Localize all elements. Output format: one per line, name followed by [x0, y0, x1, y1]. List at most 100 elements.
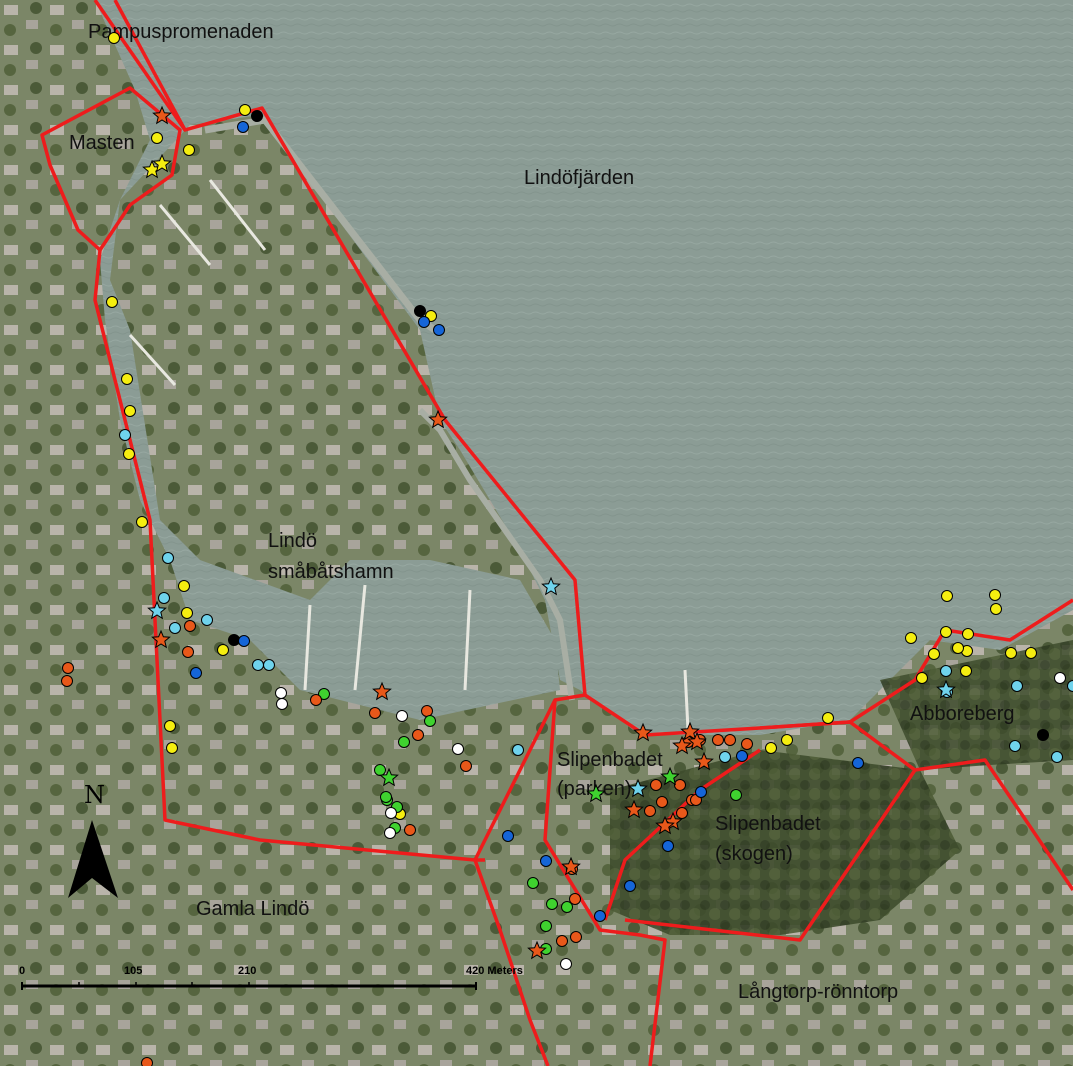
forest-area-east	[880, 640, 1073, 770]
observation-star-orange	[687, 731, 707, 751]
observation-dot-orange	[141, 1057, 153, 1066]
scale-tick-0: 0	[19, 965, 25, 977]
observation-dot-yellow	[183, 144, 195, 156]
observation-dot-orange	[570, 931, 582, 943]
observation-dot-cyan	[263, 659, 275, 671]
observation-dots	[61, 32, 1073, 1066]
observation-star-cyan	[628, 778, 648, 798]
water-body	[95, 0, 1073, 735]
observation-dot-yellow	[765, 742, 777, 754]
observation-dot-blue	[502, 830, 514, 842]
label-lindofjarden: Lindöfjärden	[524, 167, 634, 189]
observation-dot-green	[374, 764, 386, 776]
observation-dot-white	[384, 827, 396, 839]
observation-dot-yellow	[960, 665, 972, 677]
observation-star-orange	[655, 815, 675, 835]
observation-star-green	[586, 783, 606, 803]
observation-dot-cyan	[512, 744, 524, 756]
observation-dot-yellow	[941, 590, 953, 602]
observation-dot-blue	[695, 786, 707, 798]
observation-dot-orange	[182, 646, 194, 658]
observation-dot-orange	[369, 707, 381, 719]
observation-dot-blue	[237, 121, 249, 133]
observation-dot-green	[398, 736, 410, 748]
observation-dot-orange	[741, 738, 753, 750]
observation-dot-orange	[310, 694, 322, 706]
area-boundaries	[40, 0, 1073, 1066]
observation-dot-orange	[460, 760, 472, 772]
observation-dot-yellow	[181, 607, 193, 619]
observation-dot-yellow	[928, 648, 940, 660]
observation-dot-yellow	[239, 104, 251, 116]
label-slipenbadet-skogen-1: Slipenbadet	[715, 813, 821, 835]
observation-dot-yellow	[124, 405, 136, 417]
observation-star-orange	[672, 735, 692, 755]
observation-dot-black	[414, 305, 426, 317]
observation-dot-orange	[404, 824, 416, 836]
observation-dot-cyan	[940, 665, 952, 677]
scale-tick-105: 105	[124, 965, 142, 977]
observation-dot-green	[424, 715, 436, 727]
observation-dot-white	[275, 687, 287, 699]
observation-dot-black	[1037, 729, 1049, 741]
observation-dot-blue	[624, 880, 636, 892]
observation-dot-blue	[662, 840, 674, 852]
observation-dot-orange	[184, 620, 196, 632]
north-arrow-icon	[68, 820, 118, 898]
observation-dot-yellow	[940, 626, 952, 638]
observation-dot-black	[251, 110, 263, 122]
scale-tick-420: 420 Meters	[466, 965, 523, 977]
observation-star-green	[660, 766, 680, 786]
observation-dot-black	[228, 634, 240, 646]
observation-star-orange	[633, 722, 653, 742]
observation-star-orange	[694, 751, 714, 771]
label-masten: Masten	[69, 132, 135, 154]
observation-dot-orange	[676, 807, 688, 819]
observation-dot-blue	[418, 316, 430, 328]
observation-dot-cyan	[162, 552, 174, 564]
observation-dot-yellow	[151, 132, 163, 144]
observation-dot-white	[560, 958, 572, 970]
observation-dot-orange	[421, 705, 433, 717]
observation-star-orange	[527, 940, 547, 960]
observation-dot-yellow	[217, 644, 229, 656]
label-lindo-smabatshamn-2: småbåtshamn	[268, 561, 394, 583]
observation-dot-orange	[656, 796, 668, 808]
observation-dot-yellow	[989, 589, 1001, 601]
observation-dot-blue	[238, 635, 250, 647]
observation-dot-yellow	[962, 628, 974, 640]
label-gamla-lindo: Gamla Lindö	[196, 898, 309, 920]
observation-star-orange	[428, 409, 448, 429]
observation-dot-yellow	[166, 742, 178, 754]
observation-dot-blue	[594, 910, 606, 922]
observation-dot-orange	[61, 675, 73, 687]
observation-dot-yellow	[123, 448, 135, 460]
observation-dot-orange	[412, 729, 424, 741]
observation-dot-blue	[540, 855, 552, 867]
docks	[128, 179, 690, 731]
observation-dot-green	[546, 898, 558, 910]
observation-star-orange	[151, 629, 171, 649]
observation-dot-yellow	[822, 712, 834, 724]
observation-dot-orange	[644, 805, 656, 817]
observation-dot-yellow	[106, 296, 118, 308]
observation-dot-yellow	[1025, 647, 1037, 659]
observation-star-orange	[624, 799, 644, 819]
observation-dot-yellow	[952, 642, 964, 654]
observation-dot-cyan	[201, 614, 213, 626]
observation-dot-cyan	[1067, 680, 1073, 692]
label-abboreberg: Abboreberg	[910, 703, 1015, 725]
observation-star-cyan	[147, 600, 167, 620]
observation-dot-green	[380, 791, 392, 803]
label-langtorp-ronntorp: Långtorp-rönntorp	[738, 981, 898, 1003]
observation-dot-yellow	[905, 632, 917, 644]
observation-dot-white	[276, 698, 288, 710]
observation-dot-orange	[674, 779, 686, 791]
observation-dot-blue	[852, 757, 864, 769]
observation-dot-orange	[724, 734, 736, 746]
observation-star-cyan	[936, 679, 956, 699]
observation-dot-orange	[569, 893, 581, 905]
observation-dot-blue	[736, 750, 748, 762]
observation-dot-white	[396, 710, 408, 722]
